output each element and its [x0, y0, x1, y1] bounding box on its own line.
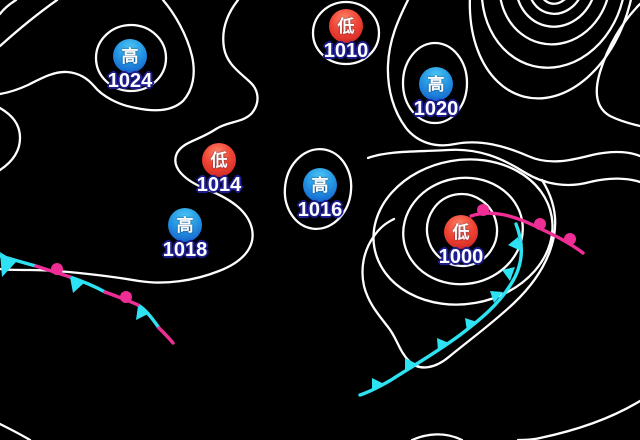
isobar: [401, 41, 469, 125]
warm-front-bump-icon: [120, 291, 132, 303]
warm-segment: [157, 326, 175, 345]
high-pressure-symbol[interactable]: 高: [168, 208, 202, 242]
cold-front-east: [358, 222, 523, 397]
pressure-value: 1010: [323, 40, 369, 62]
pressure-marker-high-1020: 高 1020: [406, 67, 466, 121]
cold-front-triangle-icon: [405, 358, 417, 371]
pressure-type-label: 高: [121, 46, 139, 66]
pressure-value: 1020: [413, 98, 459, 120]
isobar: [94, 23, 168, 93]
pressure-marker-low-1000: 低 1000: [431, 215, 491, 269]
cold-front-triangles: [372, 237, 521, 391]
high-pressure-symbol[interactable]: 高: [113, 39, 147, 73]
pressure-value: 1016: [297, 199, 343, 221]
isobar: [537, 0, 575, 5]
isobar: [595, 2, 640, 128]
pressure-type-label: 低: [452, 222, 470, 242]
isobar: [480, 0, 627, 69]
isobar: [0, 0, 18, 16]
cold-front-triangle-icon: [136, 306, 150, 320]
pressure-marker-high-1018: 高 1018: [155, 208, 215, 262]
isobar: [372, 158, 554, 306]
cold-front-triangle-icon: [465, 318, 477, 331]
isobar: [468, 0, 637, 100]
isobar: [283, 147, 353, 231]
high-pressure-symbol[interactable]: 高: [419, 67, 453, 101]
cold-front-triangle-icon: [372, 378, 384, 391]
warm-front-east: [469, 204, 585, 255]
cold-segment: [136, 303, 161, 330]
pressure-marker-high-1024: 高 1024: [100, 39, 160, 93]
cold-front-triangle-icon: [508, 237, 521, 251]
stationary-front-triangles: [0, 252, 150, 320]
warm-front-bump-icon: [534, 218, 546, 230]
cold-front-triangle-icon: [502, 267, 515, 281]
cold-front-triangle-icon: [70, 277, 84, 293]
warm-front-bump-icon: [564, 233, 576, 245]
isobar: [0, 106, 22, 172]
isobar: [516, 399, 640, 440]
isobar: [0, 422, 32, 440]
isobar: [526, 0, 586, 15]
cold-front-triangle-icon: [490, 291, 503, 303]
stationary-front-cold-segments: [0, 254, 161, 330]
low-pressure-symbol[interactable]: 低: [444, 215, 478, 249]
isobar: [386, 0, 640, 163]
cold-front-triangle-icon: [0, 252, 16, 277]
stationary-front-bumps: [51, 263, 132, 303]
pressure-marker-low-1014: 低 1014: [189, 143, 249, 197]
isobar: [0, 0, 195, 112]
isobar: [410, 433, 464, 440]
pressure-value: 1014: [196, 174, 242, 196]
cold-segment: [68, 275, 107, 294]
low-pressure-symbol[interactable]: 低: [202, 143, 236, 177]
pressure-marker-high-1016: 高 1016: [290, 168, 350, 222]
pressure-value: 1000: [438, 246, 484, 268]
stationary-front-west: [0, 252, 175, 345]
pressure-type-label: 高: [176, 215, 194, 235]
warm-front-bumps: [477, 204, 576, 245]
isobar: [361, 178, 557, 369]
isobar: [0, 0, 59, 48]
isobar: [425, 192, 499, 268]
isobar: [0, 0, 259, 284]
pressure-type-label: 高: [311, 175, 329, 195]
isobar: [498, 0, 612, 46]
isobar: [311, 0, 381, 66]
isobar: [366, 148, 640, 187]
pressure-marker-low-1010: 低 1010: [316, 9, 376, 63]
pressure-type-label: 低: [337, 16, 355, 36]
low-pressure-symbol[interactable]: 低: [329, 9, 363, 43]
pressure-type-label: 低: [210, 150, 228, 170]
cold-front-triangle-icon: [437, 338, 449, 351]
pressure-value: 1018: [162, 239, 208, 261]
stationary-front-warm-segments: [34, 264, 175, 345]
high-pressure-symbol[interactable]: 高: [303, 168, 337, 202]
warm-front-bump-icon: [51, 263, 63, 275]
warm-front-bump-icon: [477, 204, 489, 216]
pressure-value: 1024: [107, 70, 153, 92]
isobar: [514, 0, 598, 28]
pressure-type-label: 高: [427, 74, 445, 94]
